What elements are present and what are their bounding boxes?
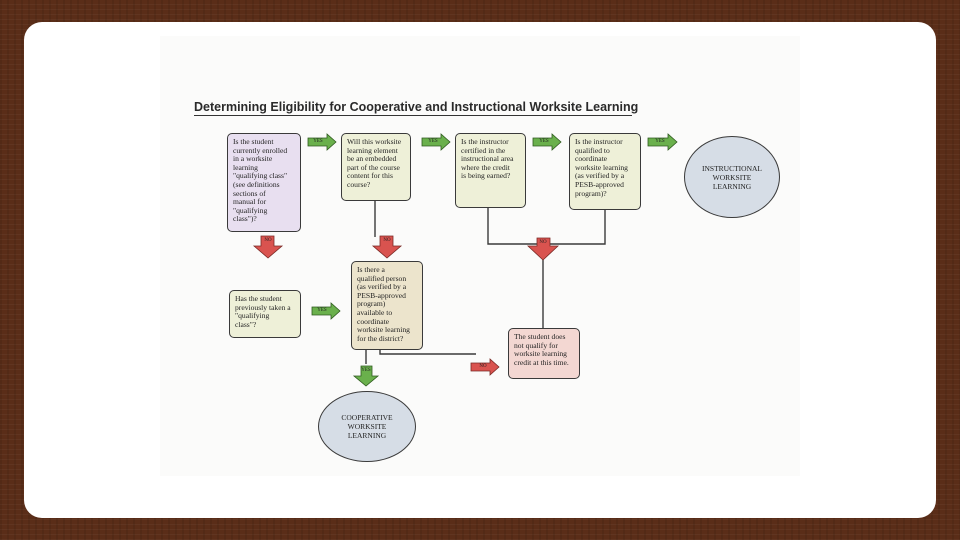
- no-arrow-q6-right: [470, 358, 500, 376]
- yes-arrow-q3-q4: [532, 133, 562, 151]
- diagram-title: Determining Eligibility for Cooperative …: [194, 100, 639, 114]
- question-previously-taken-class: Has the student previously taken a "qual…: [229, 290, 301, 338]
- yes-arrow-q4-end: [647, 133, 678, 151]
- question-qualified-person-available: Is there a qualified person (as verified…: [351, 261, 423, 350]
- title-underline: [194, 115, 632, 116]
- no-arrow-q2-down: [371, 235, 403, 259]
- yes-arrow-q2-q3: [421, 133, 451, 151]
- yes-label-4: YES: [655, 139, 665, 144]
- outcome-cooperative-worksite-learning: COOPERATIVE WORKSITE LEARNING: [318, 391, 416, 462]
- no-arrow-merge-down: [526, 237, 560, 261]
- yes-label-6: YES: [361, 368, 371, 373]
- question-enrolled-qualifying-class: Is the student currently enrolled in a w…: [227, 133, 301, 232]
- outcome-not-qualify: The student does not qualify for worksit…: [508, 328, 580, 379]
- question-instructor-certified: Is the instructor certified in the instr…: [455, 133, 526, 208]
- yes-arrow-q6-down: [352, 365, 380, 387]
- yes-label-2: YES: [428, 139, 438, 144]
- yes-label-3: YES: [539, 139, 549, 144]
- yes-arrow-q1-q2: [307, 133, 337, 151]
- no-label-4: NO: [479, 364, 487, 369]
- outcome-instructional-worksite-learning: INSTRUCTIONAL WORKSITE LEARNING: [684, 136, 780, 218]
- no-arrow-q1-down: [252, 235, 284, 259]
- question-embedded-course-content: Will this worksite learning element be a…: [341, 133, 411, 201]
- yes-arrow-q5-q6: [311, 302, 341, 320]
- yes-label-5: YES: [317, 308, 327, 313]
- no-label-2: NO: [383, 238, 391, 243]
- question-instructor-qualified: Is the instructor qualified to coordinat…: [569, 133, 641, 210]
- yes-label-1: YES: [313, 139, 323, 144]
- no-label-3: NO: [539, 240, 547, 245]
- connector-q6-right: [379, 350, 476, 355]
- no-label-1: NO: [264, 238, 272, 243]
